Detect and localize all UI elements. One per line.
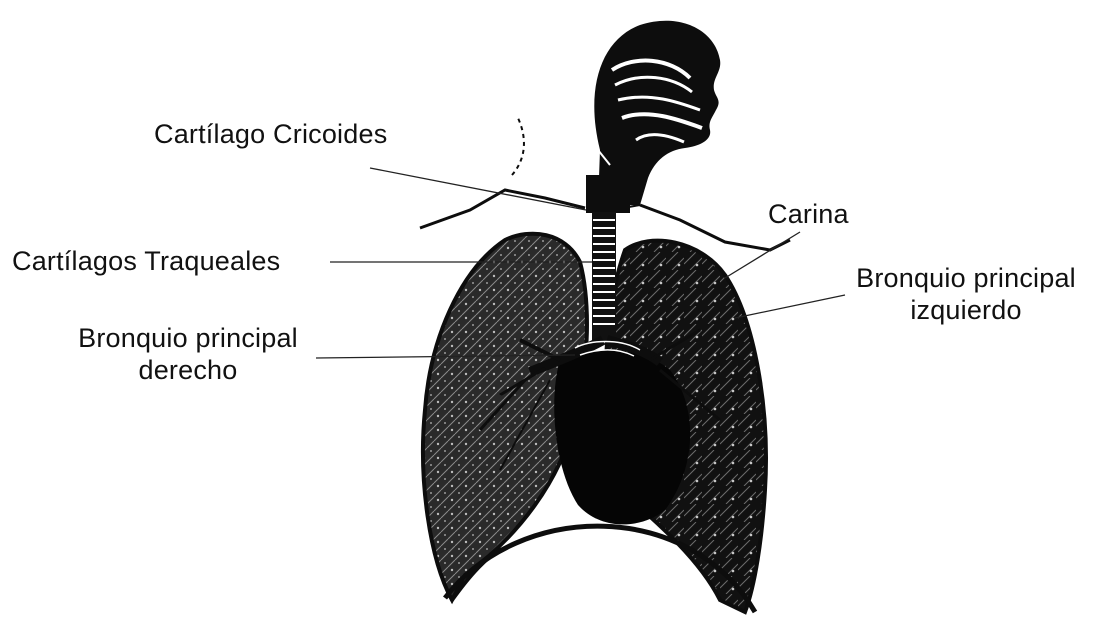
heart	[554, 350, 690, 525]
label-bronquio-izquierdo-line1: Bronquio principal	[840, 262, 1092, 294]
label-cartilago-cricoides: Cartílago Cricoides	[154, 118, 387, 150]
label-carina: Carina	[768, 198, 849, 230]
label-bronquio-derecho-line2: derecho	[58, 354, 318, 386]
label-cartilagos-traqueales: Cartílagos Traqueales	[12, 245, 280, 277]
label-bronquio-izquierdo-line2: izquierdo	[840, 294, 1092, 326]
label-bronquio-principal-izquierdo: Bronquio principal izquierdo	[840, 262, 1092, 326]
leader-carina	[725, 232, 800, 278]
leader-cricoides	[370, 168, 586, 210]
label-bronquio-principal-derecho: Bronquio principal derecho	[58, 322, 318, 386]
label-bronquio-derecho-line1: Bronquio principal	[58, 322, 318, 354]
leader-bronquio-izquierdo	[735, 295, 845, 318]
